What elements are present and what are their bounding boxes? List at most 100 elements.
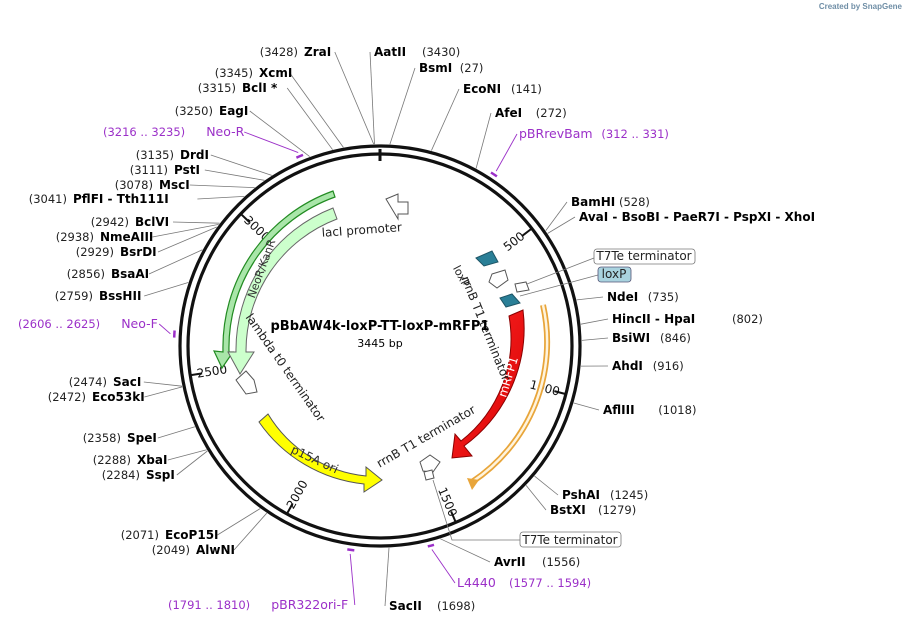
backbone-ring-outer <box>178 144 582 548</box>
site-ahdi[interactable]: AhdI(916) <box>612 359 684 373</box>
site-bsshii[interactable]: (2759)BssHII <box>55 289 142 303</box>
site-coordinate: (802) <box>732 312 763 326</box>
site-sacii[interactable]: SacII(1698) <box>389 599 475 613</box>
site-bstxi[interactable]: BstXI(1279) <box>550 503 636 517</box>
site-name: AhdI <box>612 359 643 373</box>
site-name: BsaAI <box>111 267 149 281</box>
site-leader-bsshii <box>144 282 189 297</box>
primer-name: L4440 <box>457 575 496 590</box>
site-eagi[interactable]: (3250)EagI <box>175 104 249 118</box>
site-hincii-hpai[interactable]: HincII - HpaI (802) <box>612 312 763 326</box>
site-ecop15i[interactable]: (2071)EcoP15I <box>121 528 219 542</box>
site-psti[interactable]: (3111)PstI <box>130 163 200 177</box>
site-bcli[interactable]: (3315)BclI * <box>198 81 278 95</box>
site-xbai[interactable]: (2288)XbaI <box>93 453 168 467</box>
site-bamhi[interactable]: BamHI(528) <box>571 195 650 209</box>
site-bclvi[interactable]: (2942)BclVI <box>91 215 169 229</box>
site-spei[interactable]: (2358)SpeI <box>83 431 157 445</box>
credit-prefix: Created by <box>818 2 861 11</box>
site-coordinate: (1018) <box>658 403 696 417</box>
primer-range: (3216 .. 3235) <box>103 125 185 139</box>
site-leader-bamhi <box>545 201 568 231</box>
site-name: PstI <box>174 163 200 177</box>
feature-rrnb-t1-a-arrow[interactable] <box>488 269 509 289</box>
site-bsiwi[interactable]: BsiWI(846) <box>612 331 691 345</box>
site-avrii[interactable]: AvrII(1556) <box>494 555 580 569</box>
primer-pbrrevbam[interactable]: pBRrevBam(312 .. 331) <box>519 126 669 141</box>
site-pshai[interactable]: PshAI(1245) <box>562 488 648 502</box>
primer-l4440[interactable]: L4440(1577 .. 1594) <box>457 575 591 590</box>
primer-pbr322ori-f[interactable]: (1791 .. 1810)pBR322ori-F <box>168 597 348 612</box>
site-afei[interactable]: AfeI(272) <box>495 106 567 120</box>
callout-loxp-box[interactable] <box>597 266 632 283</box>
site-alwni[interactable]: (2049)AlwNI <box>152 543 235 557</box>
site-name: AvaI - BsoBI - PaeR7I - PspXI - XhoI <box>579 210 815 224</box>
feature-small-arrow-upper <box>514 281 530 293</box>
plasmid-length: 3445 bp <box>357 337 402 350</box>
site-bsrdi[interactable]: (2929)BsrDI <box>76 245 157 259</box>
primer-range: (2606 .. 2625) <box>18 317 100 331</box>
feature-mrfp1-outline-head <box>467 478 479 490</box>
feature-p15a-ori-arrow[interactable] <box>258 413 383 493</box>
site-saci[interactable]: (2474)SacI <box>69 375 142 389</box>
site-name: HincII - HpaI <box>612 312 695 326</box>
primer-arc-l4440 <box>427 543 435 548</box>
site-coordinate: (2472) <box>48 390 86 404</box>
primer-leader-neo-f <box>158 323 171 335</box>
site-leader-hincii-hpai <box>580 318 609 325</box>
site-econi[interactable]: EcoNI(141) <box>463 82 542 96</box>
site-coordinate: (2288) <box>93 453 131 467</box>
site-leader-avrii <box>440 538 491 563</box>
feature-lambda-t0-arrow[interactable] <box>235 370 258 395</box>
site-name: BamHI <box>571 195 615 209</box>
feature-loxp-a-arrow[interactable] <box>475 250 499 267</box>
site-leader-afei <box>475 112 492 169</box>
callout-leader-t7te-bottom <box>432 479 520 541</box>
snapgene-logo: SnapGene <box>862 2 902 11</box>
feature-rrnb-t1-b-arrow[interactable] <box>419 454 441 473</box>
primer-neo-r[interactable]: (3216 .. 3235)Neo-R <box>103 124 245 139</box>
callout-t7te-bottom-box[interactable] <box>519 531 622 548</box>
plasmid-name: pBbAW4k-loxP-TT-loxP-mRFP1 <box>271 319 490 334</box>
primer-leader-neo-r <box>244 131 299 154</box>
callout-t7te-top-box[interactable] <box>593 248 696 265</box>
feature-mrfp1-arrow[interactable] <box>451 309 525 459</box>
site-eco53ki[interactable]: (2472)Eco53kI <box>48 390 145 404</box>
callout-t7te-bottom-label: T7Te terminator <box>521 533 617 547</box>
site-zrai[interactable]: (3428)ZraI <box>260 45 331 59</box>
site-coordinate: (27) <box>460 61 484 75</box>
site-pflfi-tth111i[interactable]: (3041)PflFI - Tth111I <box>29 192 169 206</box>
site-leader-saci <box>143 381 183 387</box>
feature-neokanr-arrow[interactable] <box>213 190 336 370</box>
site-coordinate: (3135) <box>136 148 174 162</box>
tick-label: 500 <box>501 229 528 254</box>
site-ndei[interactable]: NdeI(735) <box>607 290 679 304</box>
primer-neo-f[interactable]: (2606 .. 2625) Neo-F <box>18 316 158 331</box>
feature-neokanr-body[interactable] <box>227 207 338 375</box>
callout-leader-t7te-top <box>526 257 595 285</box>
site-leader-eco53ki <box>144 386 183 398</box>
site-leader-avai-bsobi-paer7i-pspxi-xhoi <box>547 216 576 234</box>
site-bsmi[interactable]: BsmI(27) <box>419 61 483 75</box>
feature-laci-promoter-arrow[interactable] <box>385 193 409 221</box>
site-xcmi[interactable]: (3345)XcmI <box>215 66 293 80</box>
tick-label: 1500 <box>435 485 460 519</box>
callout-leader-loxp <box>519 274 599 297</box>
site-aatii[interactable]: AatII(3430) <box>374 45 460 59</box>
tick-mark <box>450 511 457 523</box>
site-coordinate: (3315) <box>198 81 236 95</box>
site-coordinate: (1245) <box>610 488 648 502</box>
site-coordinate: (2938) <box>56 230 94 244</box>
feature-loxp-b-arrow[interactable] <box>499 293 521 308</box>
site-leader-bsmi <box>389 67 416 145</box>
site-afliii[interactable]: AflIII(1018) <box>603 403 696 417</box>
site-name: EcoP15I <box>165 528 219 542</box>
site-drdi[interactable]: (3135)DrdI <box>136 148 209 162</box>
primer-name: Neo-F <box>121 316 158 331</box>
site-avai-bsobi-paer7i-pspxi-xhoi[interactable]: AvaI - BsoBI - PaeR7I - PspXI - XhoI(537… <box>579 210 908 224</box>
site-nmeaiii[interactable]: (2938)NmeAIII <box>56 230 154 244</box>
site-msci[interactable]: (3078)MscI <box>115 178 190 192</box>
primer-sites: pBRrevBam(312 .. 331) L4440(1577 .. 1594)… <box>18 124 669 612</box>
site-sspi[interactable]: (2284)SspI <box>102 468 175 482</box>
site-bsaai[interactable]: (2856)BsaAI <box>67 267 149 281</box>
